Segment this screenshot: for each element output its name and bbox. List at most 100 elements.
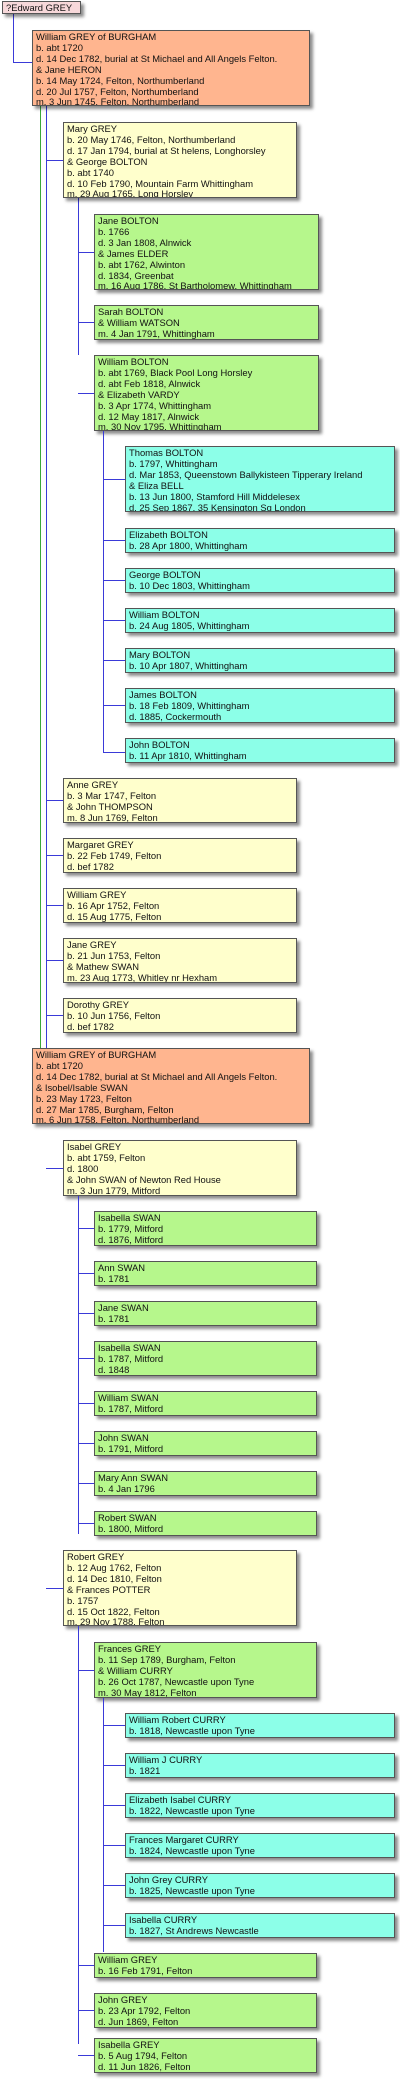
person-line: d. 1876, Mitford bbox=[98, 1233, 164, 1245]
person-line: d. 20 Jul 1757, Felton, Northumberland bbox=[36, 85, 199, 97]
connector-line bbox=[46, 1168, 63, 1169]
person-box-root[interactable]: ?Edward GREY bbox=[2, 1, 81, 14]
person-line: d. 15 Oct 1822, Felton bbox=[67, 1605, 160, 1617]
person-line: Anne GREY bbox=[67, 779, 119, 790]
person-line: m. 16 Aug 1786, St Bartholomew, Whitting… bbox=[98, 280, 292, 290]
person-line: & George BOLTON bbox=[67, 155, 148, 167]
connector-line bbox=[78, 1358, 94, 1359]
person-line: Jane BOLTON bbox=[98, 215, 159, 226]
person-line: John GREY bbox=[98, 1994, 148, 2005]
person-line: b. 11 Apr 1810, Whittingham bbox=[129, 749, 247, 761]
person-line: d. Mar 1853, Queenstown Ballykisteen Tip… bbox=[129, 468, 363, 480]
person-line: Isabella SWAN bbox=[98, 1342, 161, 1353]
person-line: d. 1800 bbox=[67, 1162, 99, 1174]
person-line: Ann SWAN bbox=[98, 1262, 146, 1273]
person-line: b. 28 Apr 1800, Whittingham bbox=[129, 539, 248, 551]
person-line: d. 17 Jan 1794, burial at St helens, Lon… bbox=[67, 144, 266, 156]
person-line: b. 14 May 1724, Felton, Northumberland bbox=[36, 74, 205, 86]
connector-line bbox=[103, 620, 125, 621]
person-line: m. 29 Nov 1788, Felton bbox=[67, 1616, 165, 1626]
person-line: b. 10 Apr 1807, Whittingham bbox=[129, 659, 248, 671]
person-line: b. 3 Mar 1747, Felton bbox=[67, 789, 157, 801]
connector-line bbox=[78, 1248, 79, 1534]
person-line: Dorothy GREY bbox=[67, 999, 129, 1010]
person-line: Isabella SWAN bbox=[98, 1212, 161, 1223]
person-line: d. bef 1782 bbox=[67, 1020, 114, 1032]
person-line: d. 12 May 1817, Alnwick bbox=[98, 410, 200, 422]
person-line: b. 13 Jun 1800, Stamford Hill Middelesex bbox=[129, 490, 300, 502]
person-line: b. 22 Feb 1749, Felton bbox=[67, 849, 162, 861]
connector-line bbox=[78, 195, 79, 345]
person-line: Isabella GREY bbox=[98, 2039, 160, 2050]
person-line: Mary GREY bbox=[67, 123, 118, 134]
connector-line bbox=[103, 580, 125, 581]
person-line: & John SWAN of Newton Red House bbox=[67, 1173, 221, 1185]
person-line: b. 24 Aug 1805, Whittingham bbox=[129, 619, 250, 631]
person-line: Frances Margaret CURRY bbox=[129, 1834, 239, 1845]
connector-line bbox=[46, 905, 63, 906]
person-line: William GREY of BURGHAM bbox=[36, 1049, 157, 1060]
person-line: m. 30 May 1812, Felton bbox=[98, 1686, 197, 1698]
person-line: b. 11 Sep 1789, Burgham, Felton bbox=[98, 1653, 236, 1665]
connector-line bbox=[78, 2055, 94, 2056]
person-line: & Frances POTTER bbox=[67, 1583, 151, 1595]
connector-line bbox=[103, 1885, 125, 1886]
connector-line bbox=[103, 1845, 125, 1846]
person-line: b. 16 Apr 1752, Felton bbox=[67, 899, 160, 911]
person-line: Jane SWAN bbox=[98, 1302, 149, 1313]
person-line: & Elizabeth VARDY bbox=[98, 388, 180, 400]
connector-line bbox=[78, 393, 94, 394]
person-line: m. 29 Aug 1765, Long Horsley bbox=[67, 188, 194, 198]
connector-line bbox=[13, 13, 14, 63]
person-line: John BOLTON bbox=[129, 739, 190, 750]
person-line: b. 1791, Mitford bbox=[98, 1442, 164, 1454]
person-line: Elizabeth Isabel CURRY bbox=[129, 1794, 231, 1805]
connector-line bbox=[46, 960, 63, 961]
person-line: m. 30 Nov 1795, Whittingham bbox=[98, 421, 222, 431]
connector-line bbox=[103, 431, 104, 516]
person-line: & William CURRY bbox=[98, 1664, 173, 1676]
connector-line bbox=[103, 1805, 125, 1806]
connector-line bbox=[78, 1228, 94, 1229]
connector-line bbox=[78, 1196, 79, 1248]
person-line: Isabel GREY bbox=[67, 1141, 122, 1152]
